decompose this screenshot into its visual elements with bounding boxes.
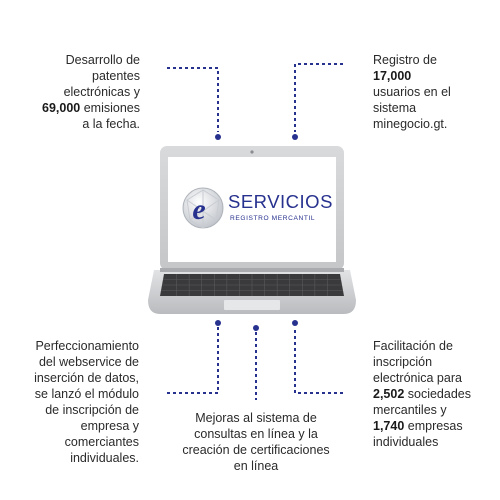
annotation-line: usuarios en el (373, 85, 451, 99)
annotation-line: en línea (233, 459, 279, 473)
annotation-bottom-left: Perfeccionamiento del webservice de inse… (9, 338, 139, 466)
annotation-line: se lanzó el módulo (34, 387, 139, 401)
annotation-line: consultas en línea y la (194, 427, 318, 441)
connector-bottom-left (167, 327, 219, 394)
connector-bottom-right (294, 327, 343, 394)
connector-dot (292, 320, 298, 326)
connector-dot (292, 134, 298, 140)
annotation-line: Desarrollo de (65, 53, 140, 67)
annotation-line: patentes (92, 69, 140, 83)
annotation-text: emisiones (80, 101, 140, 115)
annotation-line: 2,502 sociedades (373, 386, 497, 402)
annotation-line: 1,740 empresas (373, 418, 497, 434)
annotation-line: Perfeccionamiento (35, 339, 139, 353)
individual-count: 1,740 (373, 419, 405, 433)
annotation-line: Mejoras al sistema de (195, 411, 317, 425)
logo-mark-letter: e (192, 193, 205, 226)
annotation-line: minegocio.gt. (373, 117, 448, 131)
annotation-bottom-right: Facilitación de inscripción electrónica … (373, 338, 497, 450)
company-count: 2,502 (373, 387, 405, 401)
annotation-line: electrónica para (373, 371, 462, 385)
logo-subtitle: REGISTRO MERCANTIL (230, 215, 315, 222)
annotation-top-left: Desarrollo de patentes electrónicas y 69… (20, 52, 140, 132)
annotation-line: de inscripción de (45, 403, 139, 417)
annotation-line: del webservice de (38, 355, 139, 369)
user-count: 17,000 (373, 69, 412, 83)
connector-dot (253, 325, 259, 331)
annotation-line: inserción de datos, (34, 371, 139, 385)
connector-dot (215, 134, 221, 140)
annotation-line: Facilitación de (373, 339, 453, 353)
annotation-line: a la fecha. (82, 117, 140, 131)
annotation-line: individuales (373, 435, 439, 449)
laptop-camera (250, 150, 254, 154)
annotation-line: inscripción (373, 355, 433, 369)
connector-dot (215, 320, 221, 326)
annotation-text: sociedades (404, 387, 471, 401)
annotation-line: electrónicas y (63, 85, 140, 99)
annotation-line: mercantiles y (373, 403, 447, 417)
annotation-line: empresa y (80, 419, 139, 433)
annotation-bottom-center: Mejoras al sistema de consultas en línea… (176, 410, 336, 474)
annotation-line: 17,000 (373, 68, 493, 84)
laptop-trackpad (224, 300, 280, 310)
emission-count: 69,000 (42, 101, 81, 115)
annotation-line: sistema (373, 101, 417, 115)
connector-top-right (294, 63, 343, 132)
connector-top-left (167, 67, 219, 132)
annotation-line: creación de certificaciones (182, 443, 330, 457)
annotation-text: empresas (404, 419, 463, 433)
annotation-top-right: Registro de 17,000 usuarios en el sistem… (373, 52, 493, 132)
annotation-line: Registro de (373, 53, 437, 67)
annotation-line: comerciantes (64, 435, 139, 449)
annotation-line: 69,000 emisiones (20, 100, 140, 116)
annotation-line: individuales. (70, 451, 139, 465)
logo-title: SERVICIOS (228, 191, 333, 212)
logo-globe-icon: e (182, 187, 224, 229)
